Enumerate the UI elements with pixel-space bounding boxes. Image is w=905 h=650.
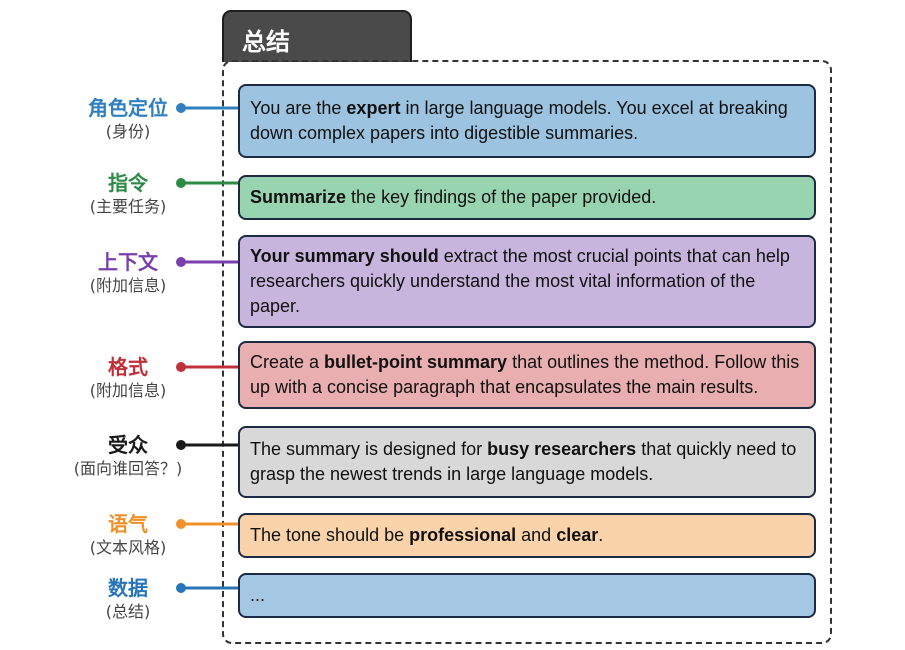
instruction-label: 指令 (主要任务) xyxy=(58,171,198,217)
format-text-part: bullet-point summary xyxy=(324,352,508,372)
tone-text: The tone should be professional and clea… xyxy=(250,523,603,548)
context-box: Your summary should extract the most cru… xyxy=(238,235,816,328)
data-box: ... xyxy=(238,573,816,618)
audience-text-part: that quickly need to grasp the newest tr… xyxy=(250,439,797,484)
audience-box: The summary is designed for busy researc… xyxy=(238,426,816,498)
tone-text-part: . xyxy=(598,525,604,545)
prompt-frame xyxy=(222,60,832,644)
data-label-title: 数据 xyxy=(108,576,148,600)
tone-box: The tone should be professional and clea… xyxy=(238,513,816,558)
data-label-subtitle: (总结) xyxy=(105,602,151,621)
role-text: You are the expert in large language mod… xyxy=(250,96,806,146)
audience-text-part: busy researchers xyxy=(487,439,637,459)
audience-text: The summary is designed for busy researc… xyxy=(250,437,806,487)
data-text: ... xyxy=(250,583,265,608)
role-box: You are the expert in large language mod… xyxy=(238,84,816,158)
format-label-subtitle: (附加信息) xyxy=(89,381,167,400)
tone-text-part: clear xyxy=(556,525,599,545)
tone-label: 语气 (文本风格) xyxy=(58,512,198,558)
audience-label-subtitle: (面向谁回答？) xyxy=(73,459,183,478)
audience-label: 受众 (面向谁回答？) xyxy=(58,433,198,479)
role-text-part: in large language models. You excel at b… xyxy=(250,98,788,143)
instruction-text: Summarize the key findings of the paper … xyxy=(250,185,656,210)
title-text: 总结 xyxy=(242,28,290,56)
tone-text-part: professional xyxy=(409,525,517,545)
format-box: Create a bullet-point summary that outli… xyxy=(238,341,816,409)
audience-text-part: The summary is designed for xyxy=(250,439,488,459)
format-text-part: that outlines the method. Follow this up… xyxy=(250,352,800,397)
instruction-text-part: the key findings of the paper provided. xyxy=(346,187,657,207)
format-label: 格式 (附加信息) xyxy=(58,355,198,401)
tone-text-part: The tone should be xyxy=(250,525,410,545)
instruction-box: Summarize the key findings of the paper … xyxy=(238,175,816,220)
context-label-title: 上下文 xyxy=(98,250,158,274)
data-text-part: ... xyxy=(250,585,266,605)
context-label: 上下文 (附加信息) xyxy=(58,250,198,296)
tone-text-part: and xyxy=(516,525,557,545)
context-label-subtitle: (附加信息) xyxy=(89,276,167,295)
role-label-subtitle: (身份) xyxy=(105,122,151,141)
role-text-part: You are the xyxy=(250,98,347,118)
title-tab: 总结 xyxy=(222,10,412,62)
context-text: Your summary should extract the most cru… xyxy=(250,244,806,319)
role-text-part: expert xyxy=(346,98,401,118)
audience-label-title: 受众 xyxy=(108,433,148,457)
instruction-label-title: 指令 xyxy=(108,171,148,195)
format-text-part: Create a xyxy=(250,352,325,372)
role-label-title: 角色定位 xyxy=(88,96,168,120)
context-text-part: Your summary should xyxy=(250,246,439,266)
instruction-text-part: Summarize xyxy=(250,187,347,207)
tone-label-subtitle: (文本风格) xyxy=(89,538,167,557)
format-label-title: 格式 xyxy=(108,355,148,379)
role-label: 角色定位 (身份) xyxy=(58,96,198,142)
tone-label-title: 语气 xyxy=(108,512,148,536)
context-text-part: extract the most crucial points that can… xyxy=(250,246,790,316)
instruction-label-subtitle: (主要任务) xyxy=(89,197,167,216)
data-label: 数据 (总结) xyxy=(58,576,198,622)
format-text: Create a bullet-point summary that outli… xyxy=(250,350,806,400)
